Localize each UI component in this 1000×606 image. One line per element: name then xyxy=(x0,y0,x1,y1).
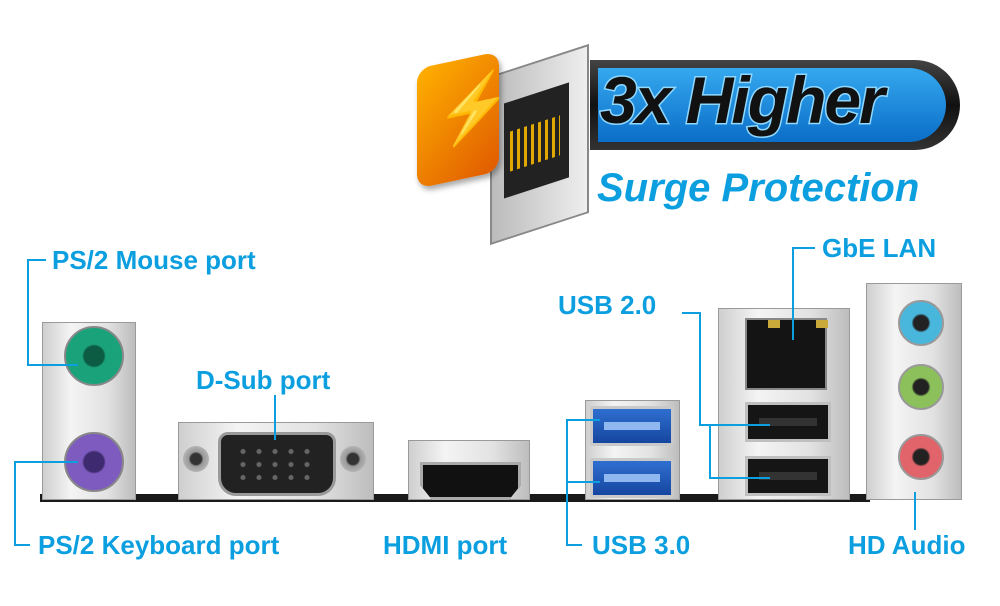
label-usb2: USB 2.0 xyxy=(558,290,657,320)
leader-ps2-keyboard xyxy=(14,461,78,546)
banner-bar-inner xyxy=(598,68,946,142)
label-usb3: USB 3.0 xyxy=(592,530,691,560)
leader-usb2-b xyxy=(700,424,770,479)
label-dsub: D-Sub port xyxy=(196,365,331,395)
usb2-port-bottom xyxy=(745,456,831,496)
usb3-port-bottom xyxy=(590,458,674,498)
lan-port xyxy=(745,318,827,390)
lan-led-left xyxy=(768,320,780,328)
label-ps2-mouse: PS/2 Mouse port xyxy=(52,245,256,275)
lan-led-right xyxy=(816,320,828,328)
label-ps2-keyboard: PS/2 Keyboard port xyxy=(38,530,280,560)
hdmi-port xyxy=(420,462,521,500)
screw-right xyxy=(340,446,366,472)
leader-ps2-mouse xyxy=(27,259,78,366)
screw-left xyxy=(183,446,209,472)
leader-usb2 xyxy=(682,312,770,426)
banner-title: 3x Higher xyxy=(599,62,887,139)
label-gbe-lan: GbE LAN xyxy=(822,233,937,263)
audio-line-in-jack xyxy=(898,300,944,346)
audio-mic-jack xyxy=(898,434,944,480)
usb2-port-top xyxy=(745,402,831,442)
dsub-port xyxy=(218,432,336,496)
banner-subtitle: Surge Protection xyxy=(597,166,920,210)
label-hd-audio: HD Audio xyxy=(848,530,966,560)
ps2-mouse-port xyxy=(64,326,124,386)
label-hdmi: HDMI port xyxy=(383,530,508,560)
audio-line-out-jack xyxy=(898,364,944,410)
leader-gbe xyxy=(792,247,815,340)
usb3-port-top xyxy=(590,406,674,446)
